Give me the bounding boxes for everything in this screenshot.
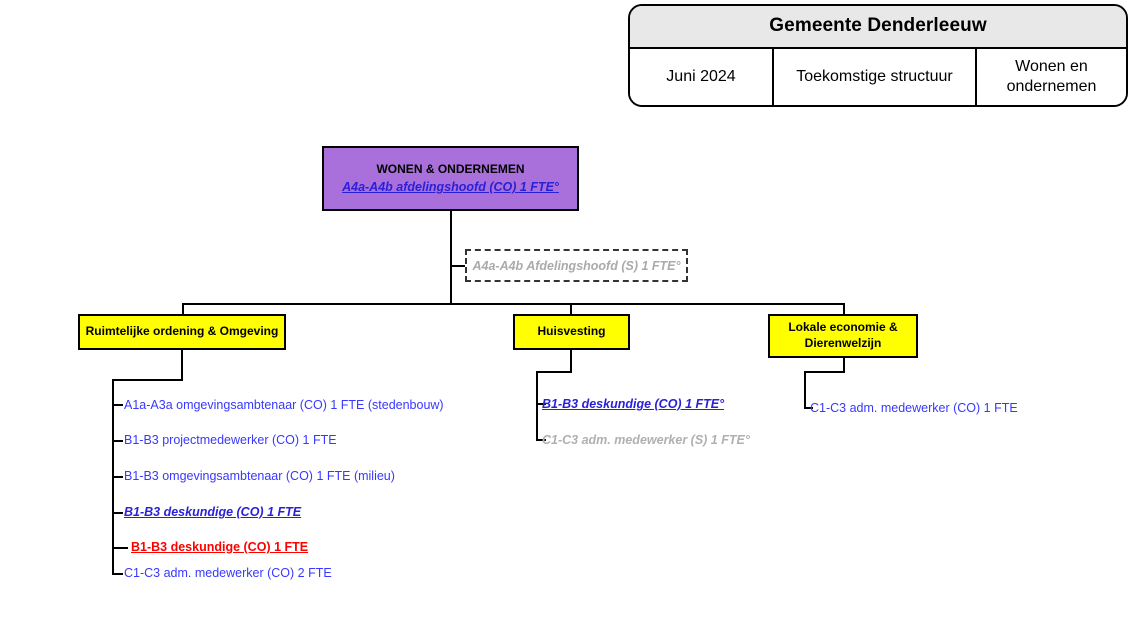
connector-drop-branch-2 [570, 303, 572, 315]
connector-b1-drop [181, 350, 183, 380]
connector-b2-spine [536, 371, 538, 441]
connector-b1-item-6 [112, 573, 123, 575]
leaf-b1-5: B1-B3 deskundige (CO) 1 FTE [131, 540, 309, 554]
connector-b2-drop [570, 350, 572, 372]
title-date: Juni 2024 [630, 49, 774, 105]
connector-b1-item-5 [112, 547, 128, 549]
connector-b3-spine [804, 371, 806, 408]
connector-b2-item-1 [536, 403, 546, 405]
title-block: Gemeente Denderleeuw Juni 2024 Toekomsti… [628, 4, 1128, 107]
connector-b3-cross [804, 371, 845, 373]
connector-b1-item-3 [112, 476, 123, 478]
leaf-b1-3: B1-B3 omgevingsambtenaar (CO) 1 FTE (mil… [124, 469, 395, 483]
connector-b1-item-2 [112, 440, 123, 442]
node-branch-lokale-economie-dierenwelzijn: Lokale economie & Dierenwelzijn [768, 314, 918, 358]
staff-note-label: A4a-A4b Afdelingshoofd (S) 1 FTE° [472, 258, 681, 273]
connector-drop-branch-1 [182, 303, 184, 315]
leaf-b3-1: C1-C3 adm. medewerker (CO) 1 FTE [810, 401, 1018, 415]
leaf-b2-1: B1-B3 deskundige (CO) 1 FTE° [542, 397, 725, 411]
leaf-b1-2: B1-B3 projectmedewerker (CO) 1 FTE [124, 433, 337, 447]
connector-b3-drop [843, 358, 845, 372]
leaf-b1-1: A1a-A3a omgevingsambtenaar (CO) 1 FTE (s… [124, 398, 444, 412]
organisation-name: Gemeente Denderleeuw [630, 6, 1126, 49]
root-title: WONEN & ONDERNEMEN [376, 161, 525, 176]
title-structure: Toekomstige structuur [774, 49, 977, 105]
connector-b2-cross [536, 371, 572, 373]
branch-1-label: Ruimtelijke ordening & Omgeving [85, 324, 279, 339]
connector-b1-cross [112, 379, 183, 381]
node-branch-ruimtelijke-ordening-omgeving: Ruimtelijke ordening & Omgeving [78, 314, 286, 350]
branch-2-label: Huisvesting [537, 324, 606, 339]
node-branch-huisvesting: Huisvesting [513, 314, 630, 350]
branch-3-label: Lokale economie & Dierenwelzijn [788, 320, 898, 350]
connector-staff-stub [452, 265, 466, 267]
connector-b3-item-1 [804, 407, 813, 409]
connector-root-trunk [450, 211, 452, 305]
connector-b1-item-1 [112, 404, 123, 406]
title-meta-row: Juni 2024 Toekomstige structuur Wonen en… [630, 49, 1126, 105]
leaf-b1-4: B1-B3 deskundige (CO) 1 FTE [124, 505, 302, 519]
root-subtitle: A4a-A4b afdelingshoofd (CO) 1 FTE° [342, 180, 559, 195]
connector-b1-item-4 [112, 512, 123, 514]
connector-b2-item-2 [536, 439, 546, 441]
node-staff-afdelingshoofd: A4a-A4b Afdelingshoofd (S) 1 FTE° [465, 249, 688, 282]
connector-sibling-bus [182, 303, 845, 305]
node-root-wonen-en-ondernemen: WONEN & ONDERNEMEN A4a-A4b afdelingshoof… [322, 146, 579, 211]
connector-drop-branch-3 [843, 303, 845, 315]
title-department: Wonen en ondernemen [1006, 58, 1097, 95]
leaf-b2-2: C1-C3 adm. medewerker (S) 1 FTE° [542, 433, 750, 447]
leaf-b1-6: C1-C3 adm. medewerker (CO) 2 FTE [124, 566, 332, 580]
